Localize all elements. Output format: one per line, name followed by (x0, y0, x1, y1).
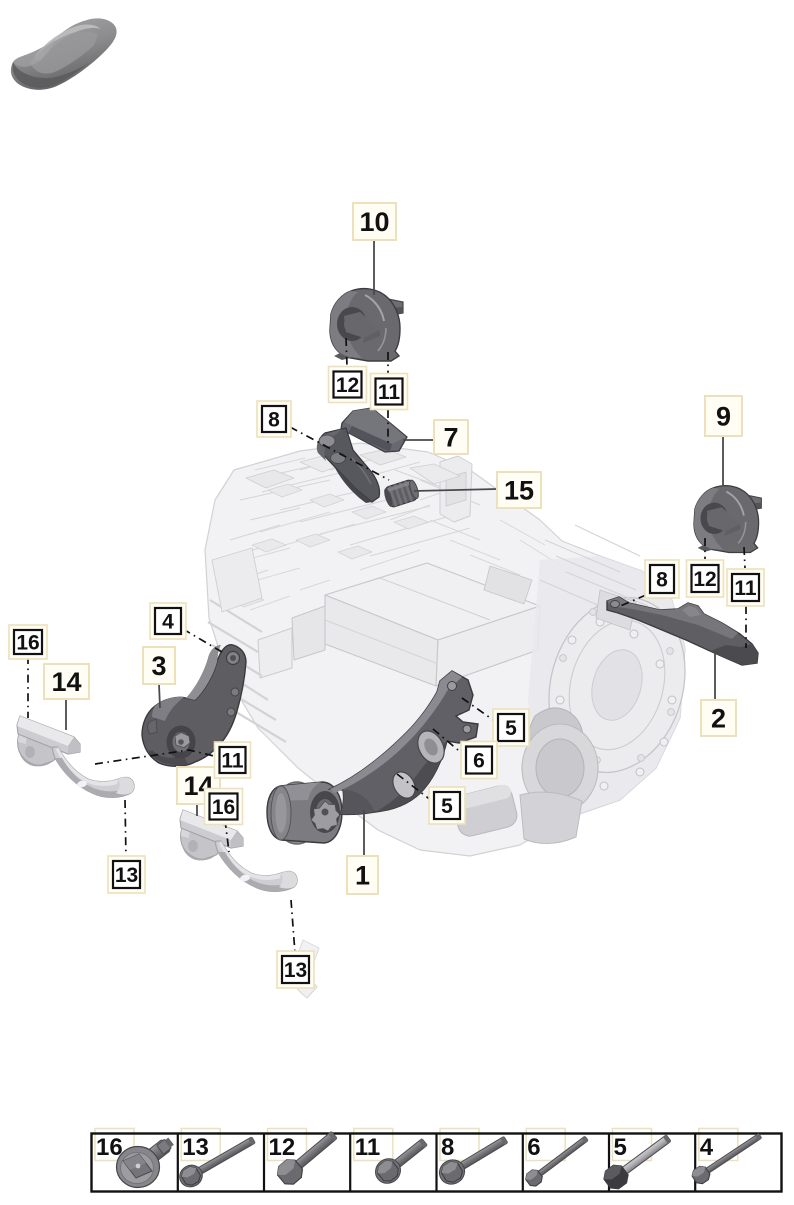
svg-text:5: 5 (505, 717, 517, 740)
svg-text:4: 4 (162, 611, 174, 634)
svg-text:8: 8 (268, 409, 280, 432)
svg-text:13: 13 (182, 1134, 209, 1161)
svg-text:10: 10 (359, 207, 389, 237)
svg-text:15: 15 (504, 476, 534, 506)
svg-text:3: 3 (151, 651, 166, 681)
svg-text:2: 2 (711, 704, 726, 734)
svg-text:16: 16 (16, 632, 39, 655)
svg-text:9: 9 (716, 402, 731, 432)
svg-text:12: 12 (269, 1134, 296, 1161)
svg-text:16: 16 (212, 796, 235, 819)
svg-text:13: 13 (284, 959, 307, 982)
svg-text:16: 16 (96, 1134, 123, 1161)
svg-text:7: 7 (443, 423, 458, 453)
svg-text:4: 4 (700, 1134, 714, 1161)
svg-text:11: 11 (378, 381, 401, 404)
svg-text:11: 11 (221, 750, 244, 773)
svg-text:6: 6 (527, 1134, 540, 1161)
svg-text:8: 8 (441, 1134, 454, 1161)
svg-text:12: 12 (336, 374, 359, 397)
svg-text:6: 6 (473, 750, 485, 773)
svg-text:13: 13 (115, 864, 138, 887)
svg-text:11: 11 (355, 1134, 380, 1161)
svg-text:5: 5 (614, 1134, 627, 1161)
svg-text:8: 8 (656, 569, 668, 592)
svg-text:1: 1 (355, 861, 370, 891)
svg-text:11: 11 (734, 577, 757, 600)
svg-text:5: 5 (441, 795, 453, 818)
svg-text:14: 14 (51, 667, 81, 697)
svg-text:12: 12 (693, 568, 716, 591)
